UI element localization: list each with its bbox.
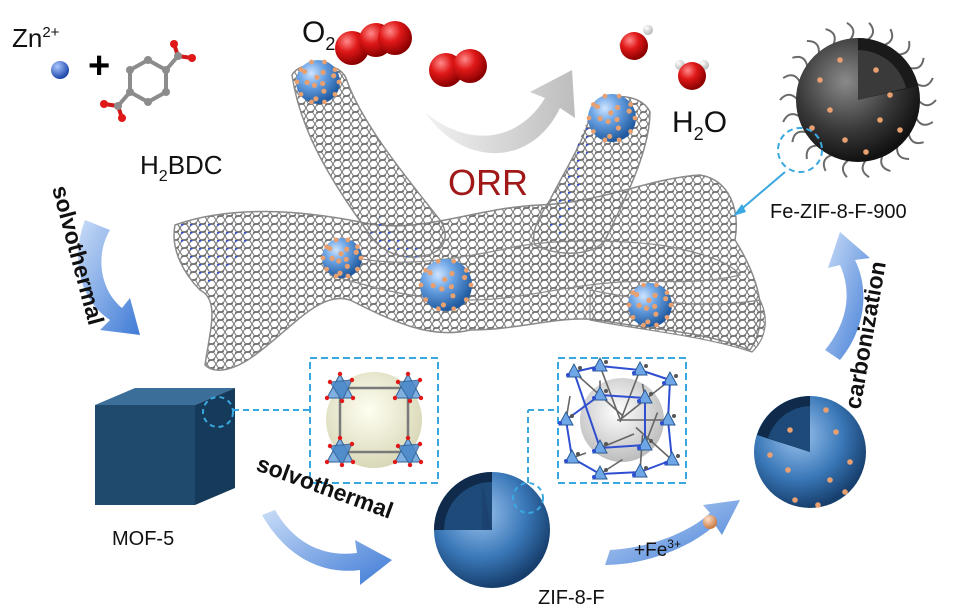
zn-ion-icon bbox=[51, 61, 69, 79]
mof5-cube-icon bbox=[95, 388, 235, 505]
orr-reaction-arrow bbox=[425, 70, 575, 154]
h2bdc-label: H2BDC bbox=[140, 150, 223, 185]
mof5-label: MOF-5 bbox=[112, 528, 174, 550]
mof5-zoom-circle bbox=[202, 396, 234, 428]
nanoparticle-icon bbox=[294, 59, 342, 105]
mof5-structure-inset bbox=[309, 357, 439, 484]
product-sphere-icon bbox=[779, 21, 937, 179]
fe-doped-sphere-icon bbox=[754, 396, 866, 508]
oxygen-molecule-icon bbox=[429, 49, 487, 87]
zn-ion-label: Zn2+ bbox=[12, 23, 60, 53]
nanoparticle-icon bbox=[320, 237, 364, 279]
product-zoom-circle bbox=[777, 127, 823, 173]
zn4o-cluster-icon bbox=[392, 435, 424, 468]
nanoparticle-icon bbox=[586, 93, 638, 143]
fe-doping-arrow bbox=[605, 500, 740, 565]
solvothermal-arrow-bottom bbox=[262, 510, 392, 585]
nanoparticle-icon bbox=[626, 282, 674, 328]
product-label: Fe-ZIF-8-F-900 bbox=[770, 201, 907, 223]
zn4o-cluster-icon bbox=[324, 435, 356, 468]
graphene-sheet-icon bbox=[173, 174, 766, 371]
nanoparticle-icon bbox=[418, 258, 474, 312]
oxygen-molecule-icon bbox=[378, 21, 412, 55]
orr-label: ORR bbox=[448, 162, 528, 203]
product-pointer-arrow bbox=[733, 171, 786, 216]
zif8f-label: ZIF-8-F bbox=[538, 587, 605, 609]
water-molecule-icon bbox=[619, 25, 653, 60]
terephthalic-acid-molecule-icon bbox=[100, 40, 196, 122]
o2-label: O2 bbox=[302, 16, 335, 54]
fe-ion-icon bbox=[703, 515, 717, 529]
plus-sign: + bbox=[88, 45, 110, 87]
zn4o-cluster-icon bbox=[324, 371, 356, 404]
h2o-label: H2O bbox=[672, 106, 727, 144]
zif8f-hollow-sphere-icon bbox=[434, 472, 550, 588]
zif8f-zoom-circle bbox=[512, 482, 544, 514]
carbon-nanotube-icon bbox=[291, 63, 446, 258]
water-molecule-icon bbox=[675, 60, 709, 90]
zn4o-cluster-icon bbox=[392, 371, 424, 404]
fe-ion-label: +Fe3+ bbox=[634, 537, 681, 561]
zif8-structure-inset bbox=[557, 356, 687, 484]
solvothermal-arrow-left bbox=[78, 220, 140, 335]
carbonization-arrow bbox=[825, 232, 870, 360]
